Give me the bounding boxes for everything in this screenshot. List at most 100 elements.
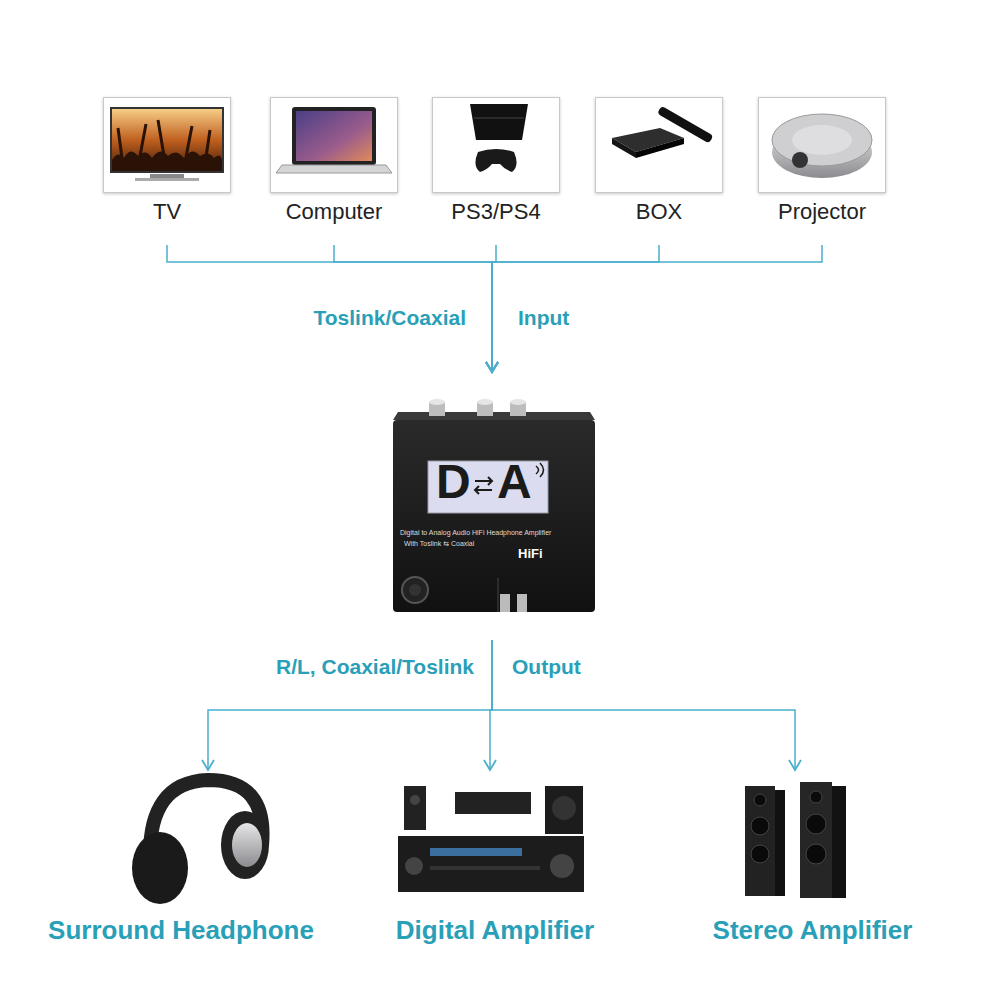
- signal-connector: [167, 245, 498, 372]
- source-box: Projector: [758, 97, 886, 245]
- projector-picture: [792, 125, 852, 155]
- receiver-picture: [455, 792, 531, 814]
- signal-connector: [486, 245, 822, 372]
- picture-frame: [432, 97, 560, 193]
- tv-box-picture: [612, 106, 713, 158]
- arrow-head: [486, 362, 498, 372]
- headphone-picture: [221, 811, 269, 879]
- signal-connector: [486, 245, 498, 372]
- flow-label: R/L, Coaxial/Toslink: [276, 655, 474, 678]
- converter-device: [393, 412, 595, 420]
- picture-frame: [270, 97, 398, 193]
- tv-box-picture: [636, 138, 684, 158]
- speaker-picture: [751, 845, 769, 863]
- arrow-head: [789, 760, 801, 770]
- projector-picture: [772, 114, 872, 178]
- speaker-picture: [745, 786, 775, 896]
- connector-line: [492, 640, 795, 770]
- converter-device: [409, 584, 421, 596]
- connector-line: [492, 245, 659, 372]
- flow-label: Input: [518, 306, 569, 329]
- receiver-picture: [398, 786, 584, 892]
- picture-frame: [595, 97, 723, 193]
- receiver-picture: [552, 796, 576, 820]
- source-box: PS3/PS4: [432, 97, 560, 245]
- converter-device: [517, 594, 527, 612]
- console-picture: [470, 104, 528, 172]
- tv-picture: [135, 178, 199, 181]
- flow-label: Output: [512, 655, 581, 678]
- output-device: Digital Amplifier: [370, 770, 620, 952]
- speaker-picture: [806, 814, 826, 834]
- node-label: Stereo Amplifier: [690, 916, 935, 945]
- arrow-head: [486, 362, 498, 372]
- converter-device: [536, 463, 544, 477]
- tv-picture: [111, 108, 223, 172]
- converter-device: [429, 399, 445, 405]
- connector-line: [490, 640, 492, 770]
- node-label: TV: [103, 200, 231, 224]
- arrow-head: [486, 362, 498, 372]
- signal-connector: [484, 640, 496, 770]
- tv-picture: [118, 120, 210, 158]
- node-label: D: [436, 458, 471, 506]
- node-label: HiFi: [518, 547, 543, 561]
- node-label: Projector: [758, 200, 886, 224]
- converter-device: [510, 399, 526, 405]
- output-device: Stereo Amplifier: [690, 770, 935, 952]
- speaker-picture: [810, 791, 822, 803]
- source-box: BOX: [595, 97, 723, 245]
- receiver-picture: [430, 848, 522, 856]
- receiver-picture: [398, 836, 584, 892]
- tv-box-picture: [657, 106, 713, 144]
- speaker-picture: [806, 844, 826, 864]
- flow-label: Toslink/Coaxial: [314, 306, 467, 329]
- receiver-picture: [405, 857, 423, 875]
- console-picture: [474, 118, 524, 119]
- connector-line: [492, 245, 822, 372]
- laptop-picture: [276, 165, 392, 173]
- receiver-picture: [410, 795, 420, 805]
- node-label: BOX: [595, 200, 723, 224]
- tv-box-picture: [612, 138, 636, 158]
- signal-connector: [492, 640, 801, 770]
- signal-connector: [202, 640, 492, 770]
- laptop-picture: [292, 107, 376, 165]
- connector-line: [492, 245, 496, 372]
- speaker-picture: [800, 782, 832, 898]
- console-picture: [470, 104, 528, 140]
- converter-box: DADigital to Analog Audio HiFi Headphone…: [390, 372, 600, 640]
- picture-frame: [758, 97, 886, 193]
- signal-connector: [486, 245, 659, 372]
- node-label: With Toslink ⇆ Coaxial: [404, 540, 474, 548]
- receiver-picture: [430, 866, 540, 870]
- speaker-picture: [751, 817, 769, 835]
- speaker-picture: [775, 790, 785, 896]
- projector-picture: [792, 152, 808, 168]
- laptop-picture: [276, 107, 392, 173]
- node-label: A: [497, 458, 532, 506]
- connector-line: [167, 245, 492, 372]
- output-device: Surround Headphone: [36, 770, 326, 952]
- converter-device: [402, 577, 428, 603]
- converter-device: [393, 399, 595, 612]
- speaker-picture: [832, 786, 846, 898]
- console-picture: [475, 149, 516, 172]
- receiver-picture: [404, 786, 426, 830]
- node-label: Digital Amplifier: [370, 916, 620, 945]
- receiver-picture: [545, 786, 583, 834]
- converter-device: [500, 594, 510, 612]
- speaker-picture: [754, 794, 766, 806]
- arrow-head: [486, 362, 498, 372]
- node-label: Surround Headphone: [36, 916, 326, 945]
- converter-device: [477, 399, 493, 405]
- converter-device: [498, 578, 499, 612]
- tv-picture: [150, 174, 184, 178]
- projector-picture: [772, 114, 872, 166]
- node-label: PS3/PS4: [432, 200, 560, 224]
- arrow-head: [202, 760, 214, 770]
- node-label: Computer: [270, 200, 398, 224]
